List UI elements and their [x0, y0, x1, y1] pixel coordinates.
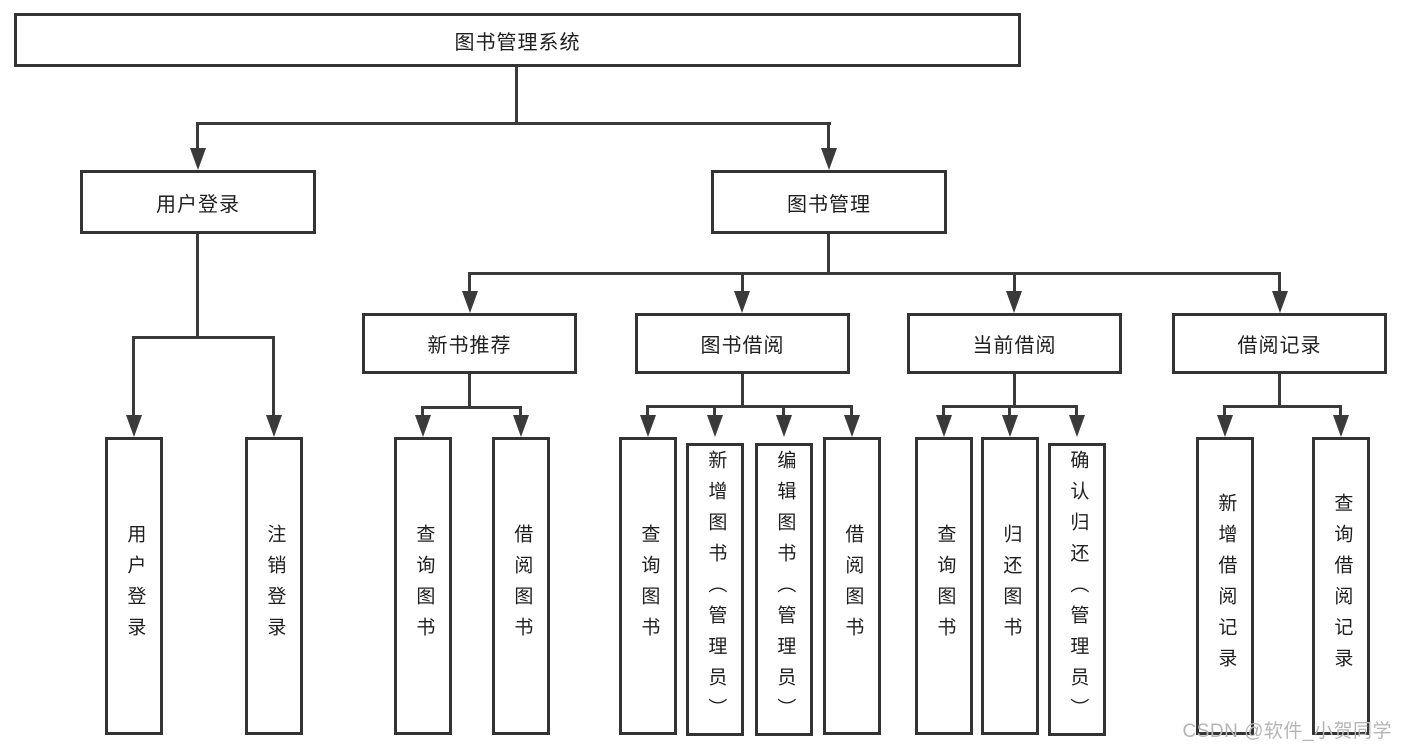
- node-library-system-label: 图书管理系统: [454, 31, 581, 54]
- leaf-edit-book-admin: 编辑图书（管理员）: [755, 443, 813, 736]
- leaf-query-borrow-record-label: 查询借阅记录: [1331, 493, 1353, 679]
- connector-drop-edit-book-admin: [782, 405, 785, 419]
- node-current-borrow: 当前借阅: [907, 313, 1122, 374]
- connector-drop-borrow-book-recommend: [519, 406, 522, 419]
- connector-borrow-records-branch: [1223, 405, 1342, 408]
- connector-drop-book-management: [827, 122, 830, 152]
- connector-new-book-recommend-branch: [421, 406, 522, 409]
- node-library-system: 图书管理系统: [14, 13, 1021, 67]
- connector-drop-user-login: [196, 122, 199, 152]
- node-user-login-label: 用户登录: [156, 193, 240, 216]
- arrowhead-new-book-recommend: [462, 291, 478, 313]
- leaf-query-borrow-record: 查询借阅记录: [1312, 437, 1370, 735]
- connector-drop-current-borrow: [1013, 272, 1016, 295]
- connector-drop-query-book-borrow: [646, 405, 649, 419]
- connector-book-management-branch: [468, 272, 1281, 275]
- connector-drop-return-book: [1008, 405, 1011, 419]
- arrowhead-return-book: [1002, 415, 1018, 437]
- connector-drop-book-borrow: [741, 272, 744, 295]
- leaf-logout-label: 注销登录: [264, 524, 286, 648]
- connector-drop-query-book-recommend: [421, 406, 424, 419]
- arrowhead-borrow-book: [844, 415, 860, 437]
- connector-user-login-branch: [132, 336, 275, 339]
- leaf-query-book-recommend-label: 查询图书: [413, 524, 435, 648]
- arrowhead-leaf-logout: [266, 415, 282, 437]
- connector-drop-query-borrow-record: [1339, 405, 1342, 419]
- connector-book-borrow-branch: [646, 405, 853, 408]
- arrowhead-leaf-user-login: [126, 415, 142, 437]
- leaf-borrow-book: 借阅图书: [823, 437, 881, 735]
- leaf-user-login: 用户登录: [105, 437, 163, 735]
- arrowhead-query-book-recommend: [415, 415, 431, 437]
- leaf-add-book-admin-label: 新增图书（管理员）: [705, 450, 727, 729]
- node-current-borrow-label: 当前借阅: [972, 335, 1057, 357]
- node-borrow-records: 借阅记录: [1172, 313, 1387, 374]
- node-book-management-label: 图书管理: [787, 193, 871, 216]
- arrowhead-query-book-current: [936, 415, 952, 437]
- connector-drop-add-book-admin: [713, 405, 716, 419]
- node-new-book-recommend: 新书推荐: [362, 313, 577, 374]
- node-book-borrow-label: 图书借阅: [700, 335, 785, 357]
- leaf-return-book-label: 归还图书: [1000, 524, 1022, 648]
- arrowhead-book-management: [821, 148, 837, 170]
- arrowhead-edit-book-admin: [776, 415, 792, 437]
- connector-new-book-recommend-stem: [468, 374, 471, 406]
- leaf-confirm-return-admin: 确认归还（管理员）: [1048, 443, 1106, 736]
- leaf-query-book-current: 查询图书: [915, 437, 973, 735]
- leaf-query-book-recommend: 查询图书: [394, 437, 452, 735]
- arrowhead-add-borrow-record: [1217, 415, 1233, 437]
- connector-drop-leaf-logout: [272, 336, 275, 417]
- node-borrow-records-label: 借阅记录: [1237, 335, 1322, 357]
- csdn-watermark: CSDN @软件_小贺同学: [1182, 721, 1392, 742]
- leaf-borrow-book-recommend-label: 借阅图书: [511, 524, 533, 648]
- connector-drop-confirm-return: [1075, 405, 1078, 419]
- connector-drop-borrow-book: [850, 405, 853, 419]
- connector-user-login-stem: [196, 234, 199, 336]
- connector-drop-leaf-user-login: [132, 336, 135, 417]
- arrowhead-book-borrow: [734, 291, 750, 313]
- leaf-borrow-book-recommend: 借阅图书: [492, 437, 550, 735]
- connector-drop-add-borrow-record: [1223, 405, 1226, 419]
- leaf-logout: 注销登录: [245, 437, 303, 735]
- connector-book-management-stem: [827, 234, 830, 272]
- connector-current-borrow-stem: [1013, 374, 1016, 405]
- arrowhead-add-book-admin: [707, 415, 723, 437]
- connector-root-branch: [196, 122, 831, 125]
- arrowhead-current-borrow: [1006, 291, 1022, 313]
- leaf-add-borrow-record: 新增借阅记录: [1196, 437, 1254, 735]
- connector-book-borrow-stem: [741, 374, 744, 405]
- node-book-management: 图书管理: [711, 170, 947, 234]
- connector-drop-query-book-current: [942, 405, 945, 419]
- arrowhead-borrow-records: [1272, 291, 1288, 313]
- node-new-book-recommend-label: 新书推荐: [427, 335, 512, 357]
- arrowhead-query-borrow-record: [1333, 415, 1349, 437]
- node-book-borrow: 图书借阅: [635, 313, 850, 374]
- leaf-query-book-borrow: 查询图书: [619, 437, 677, 735]
- arrowhead-borrow-book-recommend: [513, 415, 529, 437]
- arrowhead-confirm-return: [1069, 415, 1085, 437]
- leaf-edit-book-admin-label: 编辑图书（管理员）: [774, 450, 796, 729]
- leaf-borrow-book-label: 借阅图书: [842, 524, 864, 648]
- leaf-query-book-current-label: 查询图书: [934, 524, 956, 648]
- leaf-add-borrow-record-label: 新增借阅记录: [1215, 493, 1237, 679]
- leaf-query-book-borrow-label: 查询图书: [638, 524, 660, 648]
- leaf-user-login-label: 用户登录: [124, 524, 146, 648]
- connector-drop-new-book-recommend: [468, 272, 471, 295]
- arrowhead-user-login: [190, 148, 206, 170]
- connector-drop-borrow-records: [1278, 272, 1281, 295]
- node-user-login: 用户登录: [80, 170, 316, 234]
- leaf-return-book: 归还图书: [981, 437, 1039, 735]
- leaf-confirm-return-admin-label: 确认归还（管理员）: [1067, 450, 1089, 729]
- arrowhead-query-book-borrow: [640, 415, 656, 437]
- leaf-add-book-admin: 新增图书（管理员）: [686, 443, 744, 736]
- connector-root-stem: [515, 67, 518, 122]
- connector-borrow-records-stem: [1278, 374, 1281, 405]
